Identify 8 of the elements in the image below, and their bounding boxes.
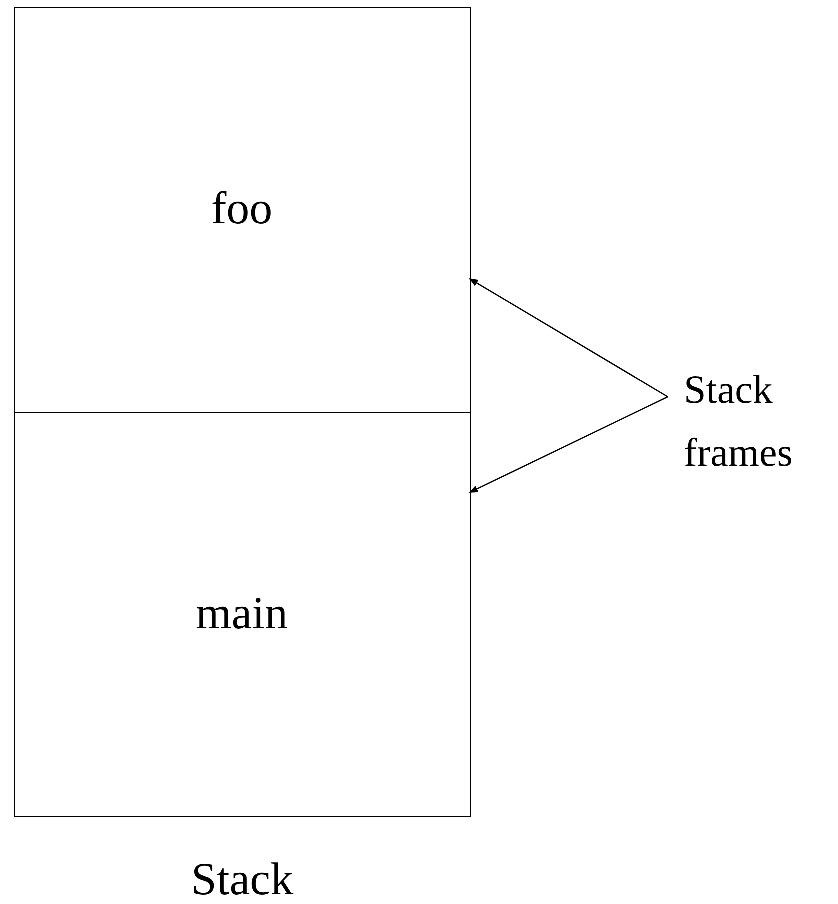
arrow xyxy=(469,278,668,398)
stack-label: Stack xyxy=(190,852,295,904)
frame-label: main xyxy=(195,586,289,640)
arrow xyxy=(469,396,668,494)
stack-frame xyxy=(14,412,471,817)
annotation-text: Stack frames xyxy=(684,366,794,478)
stack-frame xyxy=(14,7,471,413)
frame-label: foo xyxy=(210,181,274,236)
